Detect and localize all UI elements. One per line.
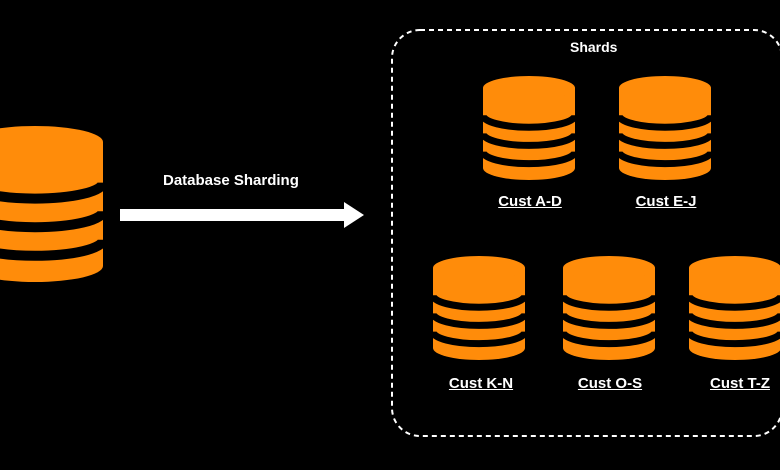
shard-label-a-d: Cust A-D — [498, 193, 562, 210]
source-database-icon — [0, 126, 108, 282]
shard-db-icon-a-d — [479, 76, 579, 180]
shard-db-icon-k-n — [429, 256, 529, 360]
shard-label-o-s: Cust O-S — [577, 375, 643, 392]
shard-label-e-j: Cust E-J — [635, 193, 697, 210]
arrow-label: Database Sharding — [163, 172, 299, 189]
sharding-arrow — [120, 202, 364, 228]
shard-db-icon-t-z — [685, 256, 780, 360]
shard-label-t-z: Cust T-Z — [710, 375, 770, 392]
shards-container — [391, 29, 780, 437]
shard-label-k-n: Cust K-N — [448, 375, 514, 392]
shards-title: Shards — [570, 39, 618, 55]
shard-db-icon-e-j — [615, 76, 715, 180]
shard-db-icon-o-s — [559, 256, 659, 360]
